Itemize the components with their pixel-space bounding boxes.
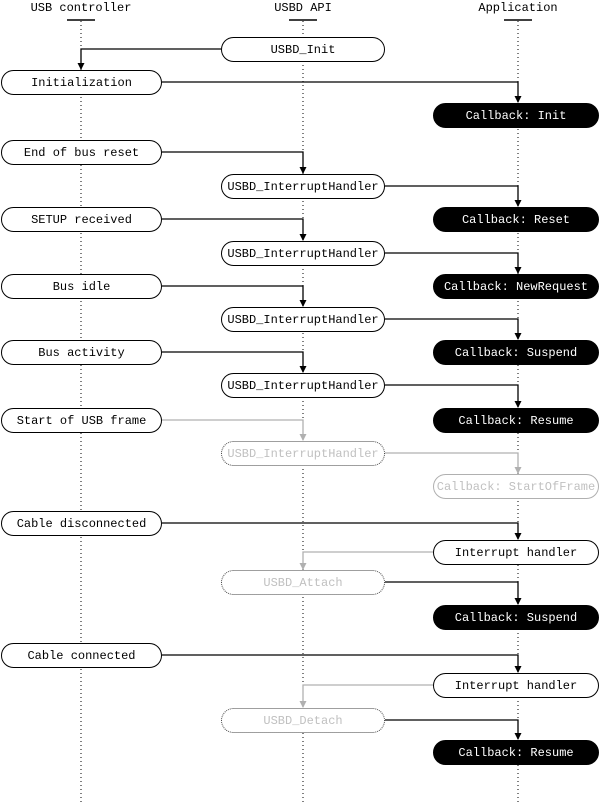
arrowhead-down-icon [299, 167, 307, 174]
edge-ih4-to-cb_resume1 [385, 384, 522, 408]
node-cable-dis: Cable disconnected [1, 511, 162, 536]
node-sof: Start of USB frame [1, 408, 162, 433]
node-cb-init: Callback: Init [433, 103, 599, 128]
edge-irq2-to-detach [299, 684, 433, 708]
arrowhead-down-icon [299, 234, 307, 241]
arrowhead-down-icon [514, 401, 522, 408]
node-eobr: End of bus reset [1, 140, 162, 165]
edge-sof-to-ih5 [162, 419, 307, 441]
edge-ih5-to-cb_sof [385, 452, 522, 474]
arrowhead-down-icon [514, 333, 522, 340]
arrowhead-down-icon [299, 701, 307, 708]
arrowhead-down-icon [514, 666, 522, 673]
node-init: Initialization [1, 70, 162, 95]
arrowhead-down-icon [299, 434, 307, 441]
edge-init-to-cb_init [162, 81, 522, 103]
arrowhead-down-icon [299, 300, 307, 307]
lane-label-usb: USB controller [30, 1, 132, 15]
node-cb-resume1: Callback: Resume [433, 408, 599, 433]
node-usbd-init: USBD_Init [221, 37, 385, 62]
lane-label-app: Application [478, 1, 558, 15]
node-cb-reset: Callback: Reset [433, 207, 599, 232]
arrowhead-down-icon [514, 533, 522, 540]
edge-ih2-to-cb_newreq [385, 252, 522, 274]
arrowhead-down-icon [514, 598, 522, 605]
node-detach: USBD_Detach [221, 708, 385, 733]
node-ih2: USBD_InterruptHandler [221, 241, 385, 266]
node-busidle: Bus idle [1, 274, 162, 299]
node-cb-sof: Callback: StartOfFrame [433, 474, 599, 499]
node-cable-con: Cable connected [1, 643, 162, 668]
node-ih3: USBD_InterruptHandler [221, 307, 385, 332]
edge-irq1-to-attach [299, 551, 433, 570]
arrowhead-down-icon [514, 200, 522, 207]
edge-setup-to-ih2 [162, 218, 307, 241]
arrowhead-down-icon [514, 467, 522, 474]
arrowhead-down-icon [299, 366, 307, 373]
lane-label-api: USBD API [274, 1, 332, 15]
edge-attach-to-cb_suspend2 [385, 581, 522, 605]
edge-usbd_init-to-init [77, 48, 221, 70]
node-setup: SETUP received [1, 207, 162, 232]
node-ih4: USBD_InterruptHandler [221, 373, 385, 398]
arrowhead-down-icon [514, 733, 522, 740]
arrowhead-down-icon [77, 63, 85, 70]
node-cb-suspend1: Callback: Suspend [433, 340, 599, 365]
node-irq1: Interrupt handler [433, 540, 599, 565]
node-busact: Bus activity [1, 340, 162, 365]
node-cb-newreq: Callback: NewRequest [433, 274, 599, 299]
node-ih1: USBD_InterruptHandler [221, 174, 385, 199]
node-irq2: Interrupt handler [433, 673, 599, 698]
edge-detach-to-cb_resume2 [385, 719, 522, 740]
arrowhead-down-icon [514, 267, 522, 274]
node-ih5: USBD_InterruptHandler [221, 441, 385, 466]
node-attach: USBD_Attach [221, 570, 385, 595]
edge-cable_dis-to-irq1 [162, 522, 522, 540]
arrowhead-down-icon [514, 96, 522, 103]
edge-cable_con-to-irq2 [162, 654, 522, 673]
edge-ih1-to-cb_reset [385, 185, 522, 207]
node-cb-resume2: Callback: Resume [433, 740, 599, 765]
arrowhead-down-icon [299, 563, 307, 570]
edge-ih3-to-cb_suspend1 [385, 318, 522, 340]
edge-busact-to-ih4 [162, 351, 307, 373]
edge-busidle-to-ih3 [162, 285, 307, 307]
node-cb-suspend2: Callback: Suspend [433, 605, 599, 630]
edge-eobr-to-ih1 [162, 151, 307, 174]
